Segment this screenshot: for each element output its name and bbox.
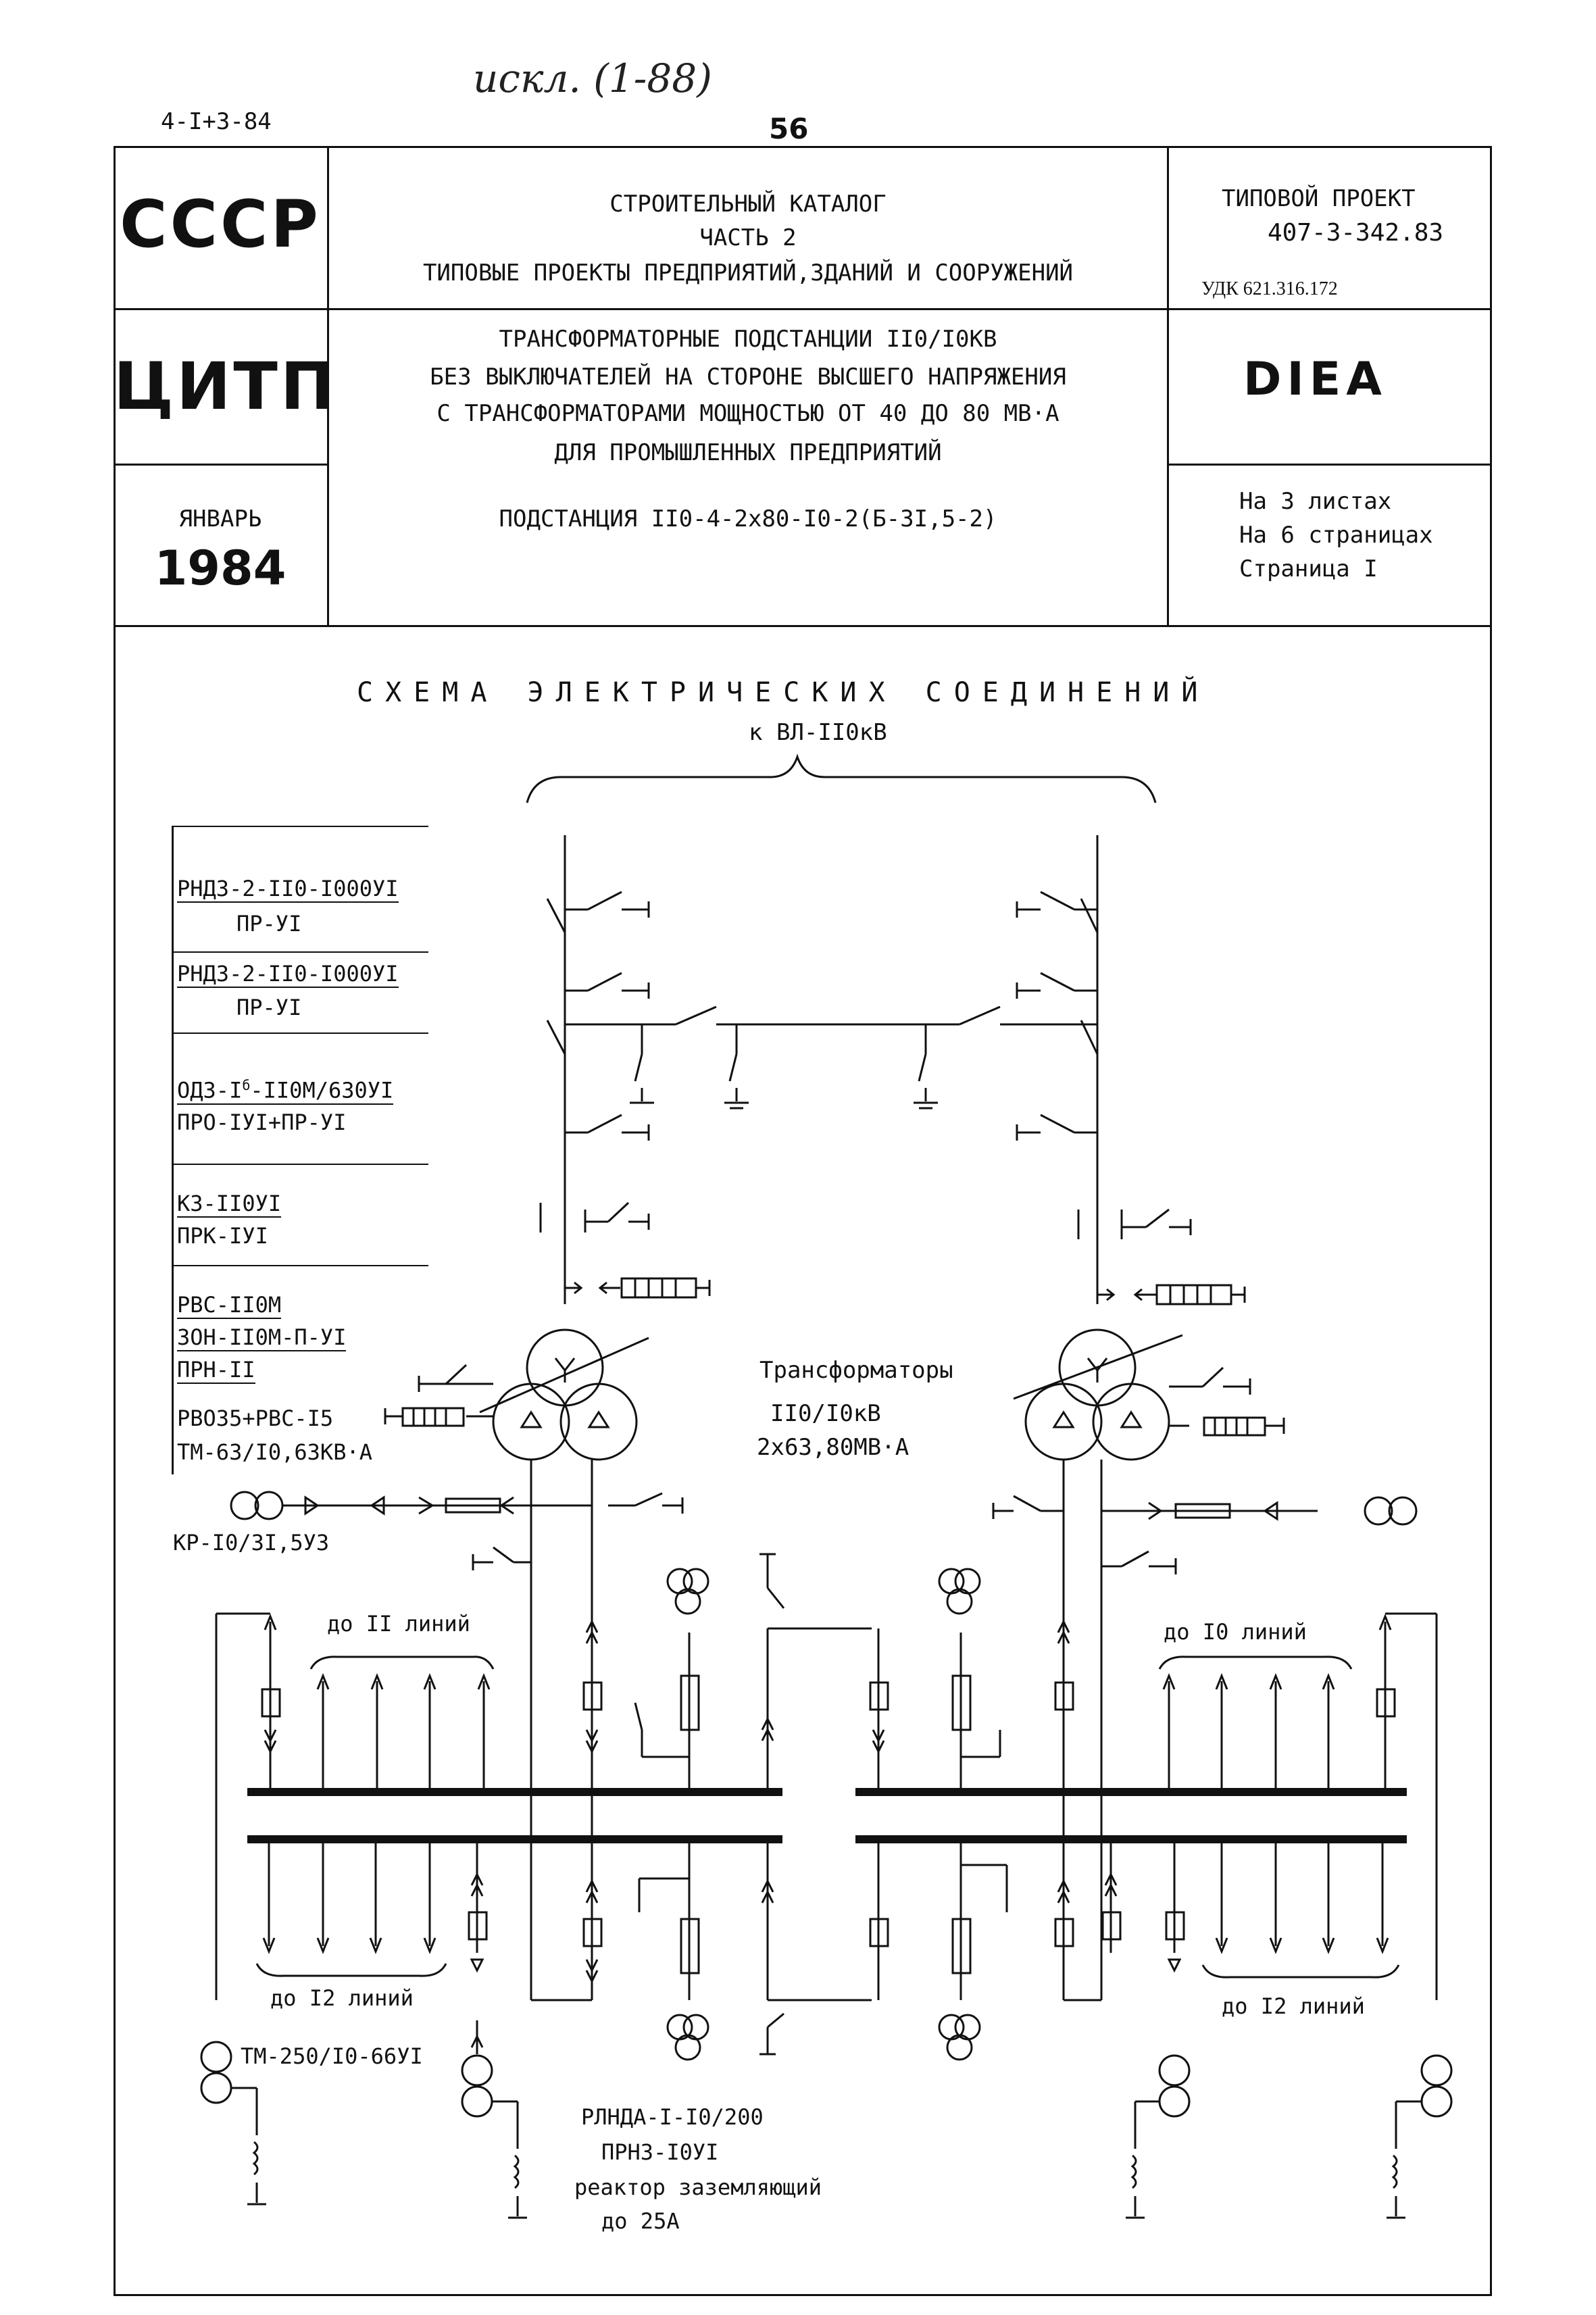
header-right-divider-2 [1167, 464, 1492, 466]
legend-3-bottom: ПРО-IУI+ПР-УI [177, 1110, 347, 1135]
title-line-4: ДЛЯ ПРОМЫШЛЕННЫХ ПРЕДПРИЯТИЙ [554, 439, 942, 466]
legend-2-top: РНДЗ-2-II0-I000УI [177, 961, 399, 988]
catalog-line-3: ТИПОВЫЕ ПРОЕКТЫ ПРЕДПРИЯТИЙ,ЗДАНИЙ И СОО… [422, 259, 1074, 287]
diagram-title: СХЕМА ЭЛЕКТРИЧЕСКИХ СОЕДИНЕНИЙ [357, 677, 1210, 708]
header-divider-right [1167, 146, 1169, 627]
legend-5-line-3: ПРН-II [177, 1357, 255, 1384]
diagram-subtitle: к ВЛ-II0кВ [749, 719, 887, 746]
aux-transformers [200, 2041, 1453, 2219]
feeders-top-right [1158, 1612, 1438, 2000]
legend-2-bottom: ПР-УI [236, 995, 302, 1020]
feeders-top-left [215, 1612, 495, 2000]
grounding-label-2: ПРНЗ-I0УI [601, 2139, 719, 2165]
legend-3-top: ОДЗ-Iб-II0М/630УI [177, 1077, 394, 1105]
year-label: 1984 [154, 541, 286, 596]
grounding-label-4: до 25А [601, 2208, 680, 2234]
lines-bottom-right-label: до I2 линий [1222, 1993, 1365, 2019]
title-line-3: С ТРАНСФОРМАТОРАМИ МОЩНОСТЬЮ ОТ 40 ДО 80… [437, 400, 1059, 427]
right-lv-incomers [869, 1568, 1074, 2061]
title-line-1: ТРАНСФОРМАТОРНЫЕ ПОДСТАНЦИИ II0/I0КВ [499, 326, 997, 353]
grounding-label-3: реактор заземляющий [574, 2174, 822, 2200]
busbars [247, 1788, 1407, 1843]
month-label: ЯНВАРЬ [178, 505, 262, 532]
legend-1-bottom: ПР-УI [236, 911, 302, 937]
legend-1-top: РНДЗ-2-II0-I000УI [177, 876, 399, 903]
transformers-label-1: Трансформаторы [759, 1357, 953, 1384]
legend-column [172, 826, 428, 1474]
legend-5-line-2: ЗОН-II0М-П-УI [177, 1324, 347, 1351]
page-index: Страница I [1239, 555, 1378, 582]
legend-5-line-4: РВО35+РВС-I5 [177, 1405, 334, 1431]
page-number: 56 [769, 112, 809, 145]
header-left-divider-2 [114, 464, 327, 466]
udk-label: УДК 621.316.172 [1201, 278, 1338, 299]
left-lv-incomers [582, 1553, 872, 2061]
project-label: ТИПОВОЙ ПРОЕКТ [1222, 185, 1416, 212]
feeders-bottom-right [1101, 1843, 1400, 1978]
right-hv-column [992, 835, 1418, 2001]
sheets-count: На 3 листах [1239, 488, 1392, 515]
transformers-label-3: 2x63,80МВ·А [757, 1434, 909, 1461]
legend-5-line-5: ТМ-63/I0,63КВ·А [177, 1439, 372, 1465]
substation-label: ПОДСТАНЦИЯ II0-4-2x80-I0-2(Б-3I,5-2) [499, 505, 997, 532]
feeders-bottom-left [255, 1843, 488, 2054]
legend-5-line-1: РВС-II0М [177, 1292, 282, 1319]
lines-bottom-left-label: до I2 линий [270, 1985, 414, 2011]
incoming-line-brace [526, 753, 1157, 803]
header-divider-left [327, 146, 329, 627]
lines-top-right-label: до I0 линий [1164, 1619, 1307, 1645]
catalog-line-2: ЧАСТЬ 2 [699, 224, 797, 251]
catalog-line-1: СТРОИТЕЛЬНЫЙ КАТАЛОГ [609, 191, 887, 218]
pages-count: На 6 страницах [1239, 522, 1433, 549]
citp-label: ЦИТП [114, 349, 338, 424]
legend-4-bottom: ПРК-IУI [177, 1223, 268, 1249]
header-frame [114, 146, 1492, 627]
lines-top-left-label: до II линий [327, 1611, 470, 1637]
reactor-unit-label: КР-I0/3I,5УЗ [173, 1530, 330, 1555]
aux-transformer-label: ТМ-250/I0-66УI [241, 2043, 423, 2069]
project-number: 407-3-342.83 [1268, 219, 1444, 247]
legend-4-top: КЗ-II0УI [177, 1191, 282, 1218]
diagram-frame [114, 626, 1492, 2296]
left-hv-column [230, 835, 1097, 2001]
handwritten-note: искл. (1-88) [473, 55, 712, 101]
project-code: DIEA [1243, 353, 1387, 406]
document-code: 4-I+3-84 [161, 108, 272, 135]
header-row-divider [114, 308, 1492, 310]
title-line-2: БЕЗ ВЫКЛЮЧАТЕЛЕЙ НА СТОРОНЕ ВЫСШЕГО НАПР… [430, 364, 1066, 391]
grounding-label-1: РЛНДА-I-I0/200 [581, 2104, 764, 2130]
transformers-label-2: II0/I0кВ [770, 1400, 881, 1427]
ussr-label: СССР [120, 186, 321, 262]
